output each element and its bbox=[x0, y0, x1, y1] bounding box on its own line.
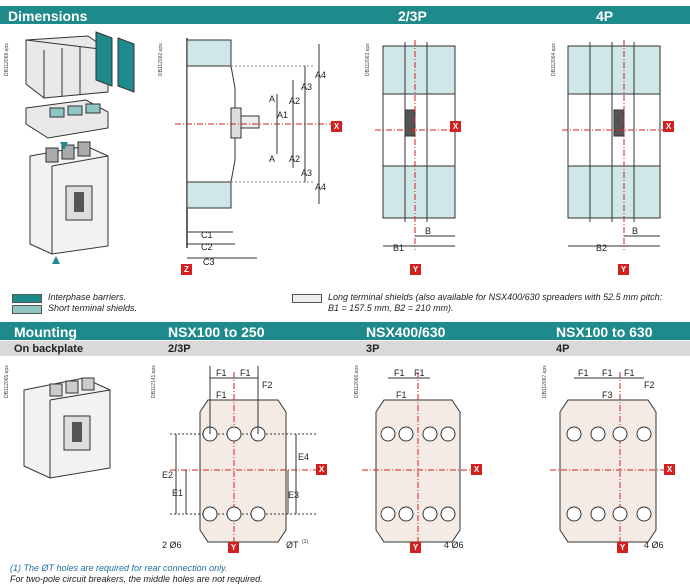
dim-e2: E2 bbox=[162, 470, 173, 480]
legend-swatch-long bbox=[292, 294, 322, 303]
dim-c1: C1 bbox=[201, 230, 213, 240]
marker-x-2p3p: X bbox=[450, 121, 461, 132]
footnote-line1: (1) The ØT holes are required for rear c… bbox=[10, 563, 228, 573]
dim-f1-e: F1 bbox=[414, 368, 425, 378]
arrow-up-icon bbox=[52, 256, 60, 264]
marker-y-m1: Y bbox=[228, 542, 239, 553]
marker-z: Z bbox=[181, 264, 192, 275]
dim-f1-c: F1 bbox=[216, 390, 227, 400]
arrow-down-icon bbox=[60, 142, 68, 150]
dim-a2-bottom: A2 bbox=[289, 154, 300, 164]
mounting-breaker-illustration bbox=[23, 377, 111, 479]
code-e: DB112065.eps bbox=[4, 365, 10, 398]
col-4p-title: 4P bbox=[596, 8, 614, 24]
accessory-illustration bbox=[25, 31, 135, 264]
front-view-4p: B B2 bbox=[562, 40, 668, 253]
dim-a-bottom: A bbox=[269, 154, 275, 164]
marker-x-4p: X bbox=[663, 121, 674, 132]
legend-interphase: Interphase barriers. bbox=[48, 292, 127, 302]
marker-y-m2: Y bbox=[410, 542, 421, 553]
dim-e4: E4 bbox=[298, 452, 309, 462]
dimensions-header-band: Dimensions 2/3P 4P bbox=[0, 6, 690, 24]
col-nsx100-630: NSX100 to 630 bbox=[556, 324, 653, 340]
marker-x-side: X bbox=[331, 121, 342, 132]
code-f: DB112141.eps bbox=[151, 365, 157, 398]
code-c: DB112063.eps bbox=[365, 43, 371, 76]
plate-nsx400-630: F1 F1 F1 4 Ø6 bbox=[362, 368, 472, 550]
mounting-subheader: On backplate 2/3P 3P 4P bbox=[0, 341, 690, 356]
code-a: DB112068.eps bbox=[4, 43, 10, 76]
dim-a2-top: A2 bbox=[289, 96, 300, 106]
plate-nsx100-250: F1 F1 F2 F1 E2 E1 E4 E3 2 Ø6 ØT (1) bbox=[162, 366, 316, 550]
dim-f3: F3 bbox=[602, 390, 613, 400]
side-view-drawing: A A1 A2 A3 A4 A A2 A3 A4 C1 C2 C3 bbox=[175, 38, 343, 267]
legend-swatch-short bbox=[12, 305, 42, 314]
dim-a3-top: A3 bbox=[301, 82, 312, 92]
dim-a1: A1 bbox=[277, 110, 288, 120]
legend-short-shields: Short terminal shields. bbox=[48, 303, 138, 313]
hole-t-sup: (1) bbox=[302, 539, 308, 545]
code-d: DB112064.eps bbox=[551, 43, 557, 76]
mounting-header-band: Mounting NSX100 to 250 NSX400/630 NSX100… bbox=[0, 322, 690, 340]
sub-4p: 4P bbox=[556, 343, 570, 355]
interphase-barrier-icon bbox=[95, 31, 135, 93]
col-nsx400-630: NSX400/630 bbox=[366, 324, 446, 340]
dim-a4-top: A4 bbox=[315, 70, 326, 80]
marker-y-2p3p: Y bbox=[410, 264, 421, 275]
short-shield-icon bbox=[25, 35, 109, 99]
dim-e3: E3 bbox=[288, 490, 299, 500]
dim-f1-d: F1 bbox=[394, 368, 405, 378]
col-nsx100-250: NSX100 to 250 bbox=[168, 324, 265, 340]
dim-f2: F2 bbox=[262, 380, 273, 390]
dim-b1: B1 bbox=[393, 243, 404, 253]
col-2p3p-title: 2/3P bbox=[398, 8, 427, 24]
dim-c2: C2 bbox=[201, 242, 213, 252]
dim-a4-bottom: A4 bbox=[315, 182, 326, 192]
dim-a: A bbox=[269, 94, 275, 104]
circuit-breaker-icon bbox=[29, 141, 109, 255]
hole-t: ØT bbox=[286, 540, 299, 550]
dim-b-4p: B bbox=[632, 226, 638, 236]
hole-4-d6-a: 4 Ø6 bbox=[444, 540, 464, 550]
plate-nsx100-630: F1 F1 F1 F2 F3 4 Ø6 bbox=[550, 368, 664, 550]
marker-x-m3: X bbox=[664, 464, 675, 475]
dim-b2: B2 bbox=[596, 243, 607, 253]
footnote-line2: For two-pole circuit breakers, the middl… bbox=[10, 574, 263, 584]
dim-f1-b: F1 bbox=[240, 368, 251, 378]
dim-b-2p3p: B bbox=[425, 226, 431, 236]
dim-f1-a: F1 bbox=[216, 368, 227, 378]
legend-swatch-interphase bbox=[12, 294, 42, 303]
hole-2-d6: 2 Ø6 bbox=[162, 540, 182, 550]
dim-f1-f: F1 bbox=[396, 390, 407, 400]
code-b: DB112062.eps bbox=[158, 43, 164, 76]
marker-y-m3: Y bbox=[617, 542, 628, 553]
dim-f1-g: F1 bbox=[578, 368, 589, 378]
dim-f1-h: F1 bbox=[602, 368, 613, 378]
dim-a3-bottom: A3 bbox=[301, 168, 312, 178]
on-backplate-label: On backplate bbox=[14, 343, 84, 355]
dimensions-title: Dimensions bbox=[8, 8, 88, 24]
dim-f1-i: F1 bbox=[624, 368, 635, 378]
marker-y-4p: Y bbox=[618, 264, 629, 275]
sub-2-3p: 2/3P bbox=[168, 343, 191, 355]
dim-e1: E1 bbox=[172, 488, 183, 498]
front-view-2p3p: B B1 bbox=[375, 40, 463, 253]
legend-long-shields: Long terminal shields (also available fo… bbox=[328, 292, 663, 302]
marker-x-m1: X bbox=[316, 464, 327, 475]
terminal-cover-icon bbox=[25, 99, 109, 139]
sub-3p: 3P bbox=[366, 343, 380, 355]
marker-x-m2: X bbox=[471, 464, 482, 475]
hole-4-d6-b: 4 Ø6 bbox=[644, 540, 664, 550]
dim-c3: C3 bbox=[203, 257, 215, 267]
mounting-title: Mounting bbox=[14, 324, 77, 340]
dim-f2-b: F2 bbox=[644, 380, 655, 390]
legend-long-shields-2: B1 = 157.5 mm, B2 = 210 mm). bbox=[328, 303, 454, 313]
